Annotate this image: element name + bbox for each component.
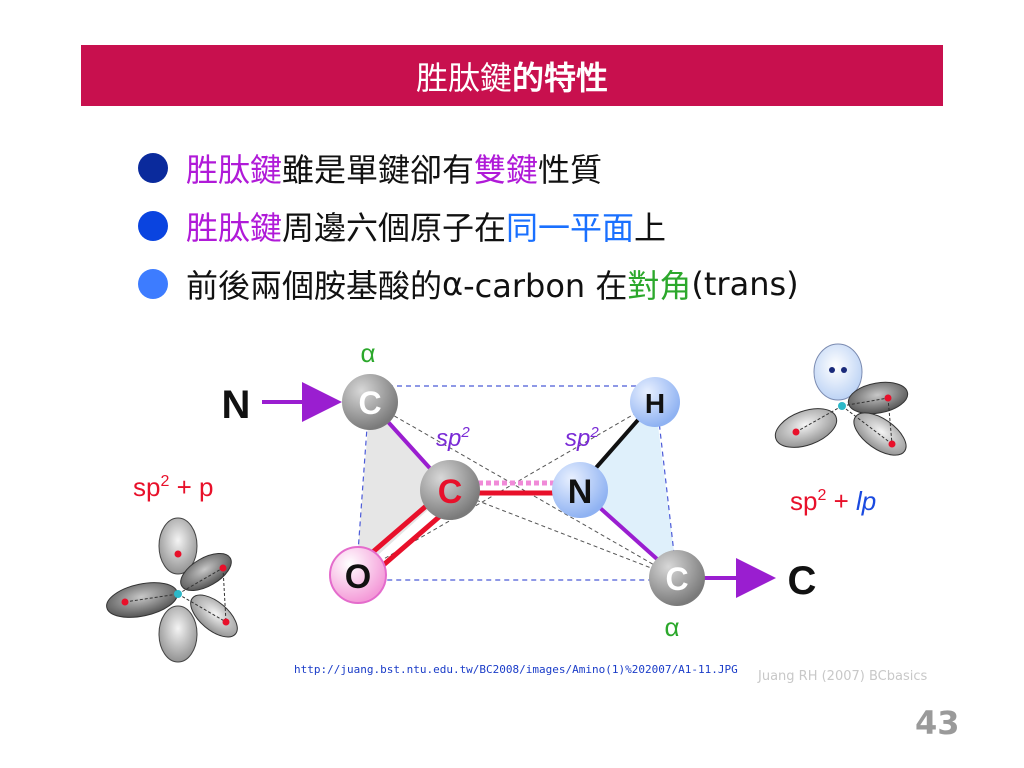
bullet-2-term: 胜肽鍵 [186, 209, 283, 247]
sp2-left-text: sp [436, 425, 461, 452]
bullet-3-text: 前後兩個胺基酸的 [186, 267, 443, 305]
alpha-bottom-label: α [664, 612, 679, 642]
right-orbital-prefix: sp [790, 486, 817, 516]
plane-diagonal [449, 489, 678, 579]
bullet-dot-icon [138, 211, 168, 241]
bullet-2-text: 周邊六個原子在 [282, 209, 507, 247]
left-orbital-prefix: sp [133, 472, 160, 502]
sp2-right-label: sp2 [565, 424, 599, 452]
bullet-dot-icon [138, 153, 168, 183]
c-alpha-right-label: C [665, 561, 688, 597]
left-orbital-sup: 2 [160, 473, 169, 490]
sp2-left-sup: 2 [460, 424, 470, 441]
slide-title-bold: 的特性 [512, 58, 609, 97]
h-atom-label: H [645, 388, 665, 419]
c-alpha-left-atom [342, 374, 398, 430]
alpha-top-label: α [360, 338, 375, 368]
oxygen-atom [329, 546, 387, 604]
slide-title-bar: 胜肽鍵的特性 [81, 45, 943, 106]
bullet-list: 胜肽鍵 雖是單鍵卻有雙鍵性質 胜肽鍵 周邊六個原子在同一平面上 前後兩個胺基酸的… [138, 148, 938, 322]
slide-title-regular: 胜肽鍵 [415, 58, 512, 97]
bullet-1-tail: 性質 [538, 151, 603, 189]
bullet-2-highlight: 同一平面 [506, 209, 635, 247]
peptide-bond-diagram: C H C N O C N C α α sp2 sp2 sp2 + p sp2 … [106, 338, 909, 663]
c-alpha-right-atom [649, 550, 705, 606]
right-orbital-plus: + [826, 486, 856, 516]
carbonyl-c-atom [420, 460, 480, 520]
c-alpha-left-label: C [358, 385, 381, 421]
bullet-3-alpha: α [442, 265, 464, 303]
bullet-3-tail: (trans) [691, 265, 799, 303]
bullet-dot-icon [138, 269, 168, 299]
bullet-item-3: 前後兩個胺基酸的 α-carbon 在對角 (trans) [138, 264, 938, 305]
amide-n-atom [552, 462, 608, 518]
bullet-2-tail: 上 [634, 209, 667, 247]
carbonyl-c-label: C [438, 473, 463, 511]
bullet-1-term: 胜肽鍵 [186, 151, 283, 189]
page-number: 43 [915, 704, 960, 742]
bullet-3-carbon: -carbon 在 [463, 267, 628, 305]
sp2-right-text: sp [565, 425, 590, 452]
plane-diagonal [369, 401, 678, 579]
c-terminus-label: C [788, 559, 817, 603]
left-orbital-suffix: + p [169, 472, 213, 502]
sp2-lone-pair-orbital-icon [774, 343, 909, 456]
left-orbital-label: sp2 + p [133, 472, 213, 502]
amide-plane-left [356, 402, 450, 575]
oxygen-label: O [345, 558, 371, 596]
bullet-1-text: 雖是單鍵卻有 [282, 151, 475, 189]
amide-plane-right [578, 402, 677, 575]
right-orbital-lp: lp [856, 486, 876, 516]
bullet-item-1: 胜肽鍵 雖是單鍵卻有雙鍵性質 [138, 148, 938, 189]
amide-n-label: N [568, 473, 593, 511]
credit-text: Juang RH (2007) BCbasics [758, 669, 928, 684]
bullet-item-2: 胜肽鍵 周邊六個原子在同一平面上 [138, 206, 938, 247]
right-orbital-label: sp2 + lp [790, 486, 876, 516]
bullet-3-highlight: 對角 [627, 267, 692, 305]
source-url[interactable]: http://juang.bst.ntu.edu.tw/BC2008/image… [294, 663, 738, 676]
sp2-p-orbital-icon [106, 517, 238, 663]
sp2-right-sup: 2 [589, 424, 599, 441]
h-atom [630, 377, 680, 427]
right-orbital-sup: 2 [817, 487, 826, 504]
bullet-1-highlight: 雙鍵 [474, 151, 539, 189]
n-terminus-label: N [222, 383, 251, 427]
sp2-left-label: sp2 [436, 424, 470, 452]
